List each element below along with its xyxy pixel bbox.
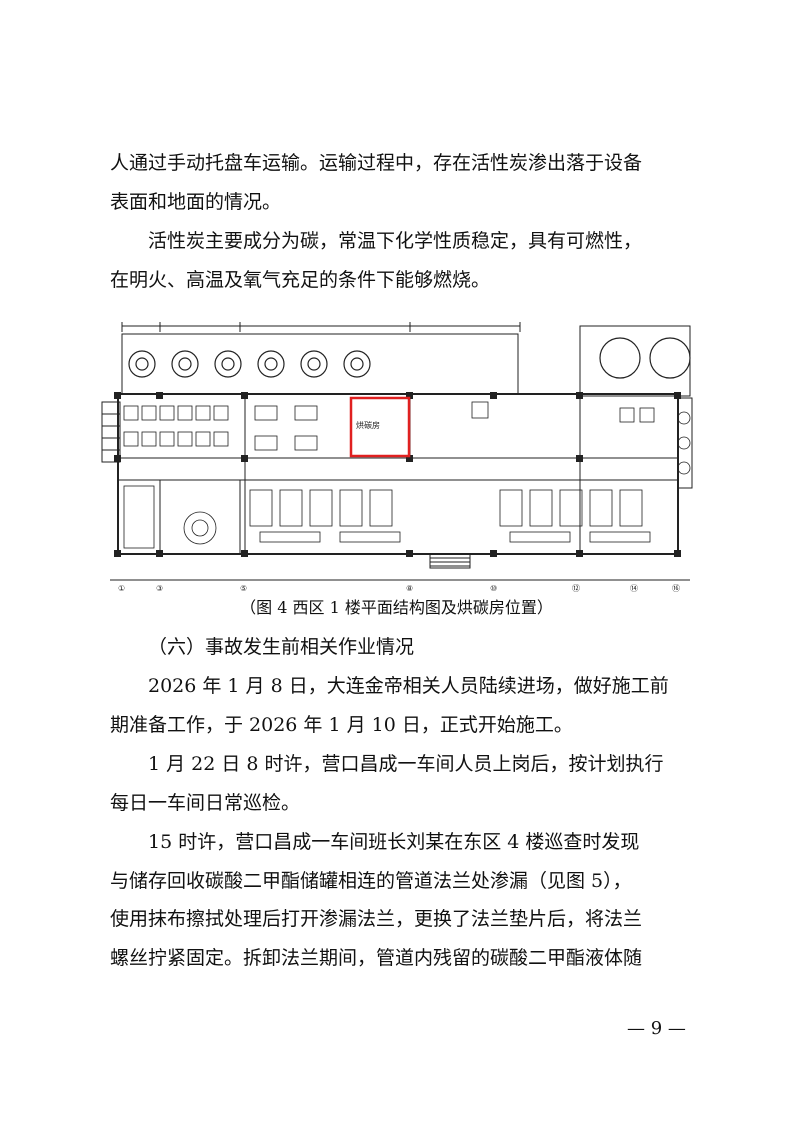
axis-label: ⑤ [240,584,247,593]
text-line: 每日一车间日常巡检。 [110,791,301,814]
text-line: 使用抹布擦拭处理后打开渗漏法兰，更换了法兰垫片后，将法兰 [110,908,643,930]
carbon-drying-room-highlight [349,396,411,458]
paragraph-5: 15 时许，营口昌成一车间班长刘某在东区 4 楼巡查时发现 与储存回收碳酸二甲酯… [110,823,695,977]
axis-label: ⑫ [572,584,580,593]
text-line: 与储存回收碳酸二甲酯储罐相连的管道法兰处渗漏（见图 5）， [110,869,632,892]
axis-label: ⑧ [406,584,413,593]
carbon-drying-room-label: 烘碳房 [356,420,380,430]
axis-label: ⑯ [672,584,680,593]
floor-plan-figure: 烘碳房 ① ③ ⑤ ⑧ ⑩ ⑫ ⑭ ⑯ [100,318,694,596]
axis-label: ⑭ [630,584,638,593]
section-heading: （六）事故发生前相关作业情况 [148,636,415,658]
paragraph-1: 人通过手动托盘车运输。运输过程中，存在活性炭渗出落于设备 表面和地面的情况。 [110,144,695,221]
axis-label: ⑩ [490,584,497,593]
text-line: 1 月 22 日 8 时许，营口昌成一车间人员上岗后，按计划执行 [148,753,664,775]
text-line: 期准备工作，于 2026 年 1 月 10 日，正式开始施工。 [110,713,573,736]
text-line: 螺丝拧紧固定。拆卸法兰期间，管道内残留的碳酸二甲酯液体随 [110,946,643,969]
axis-label: ① [118,584,125,593]
page-number: — 9 — [627,1018,686,1039]
paragraph-3: 2026 年 1 月 8 日，大连金帝相关人员陆续进场，做好施工前 期准备工作，… [110,667,695,744]
figure-caption: （图 4 西区 1 楼平面结构图及烘碳房位置） [240,598,553,617]
text-line: 表面和地面的情况。 [110,190,282,213]
text-line: 2026 年 1 月 8 日，大连金帝相关人员陆续进场，做好施工前 [148,675,669,697]
text-line: 人通过手动托盘车运输。运输过程中，存在活性炭渗出落于设备 [110,152,643,174]
text-line: 15 时许，营口昌成一车间班长刘某在东区 4 楼巡查时发现 [148,831,640,853]
axis-label: ③ [156,584,163,593]
text-line: 活性炭主要成分为碳，常温下化学性质稳定，具有可燃性， [148,230,643,252]
floor-plan-drawing: 烘碳房 ① ③ ⑤ ⑧ ⑩ ⑫ ⑭ ⑯ [101,322,693,593]
paragraph-2: 活性炭主要成分为碳，常温下化学性质稳定，具有可燃性， 在明火、高温及氧气充足的条… [110,222,695,299]
text-line: 在明火、高温及氧气充足的条件下能够燃烧。 [110,268,491,291]
paragraph-4: 1 月 22 日 8 时许，营口昌成一车间人员上岗后，按计划执行 每日一车间日常… [110,745,695,822]
